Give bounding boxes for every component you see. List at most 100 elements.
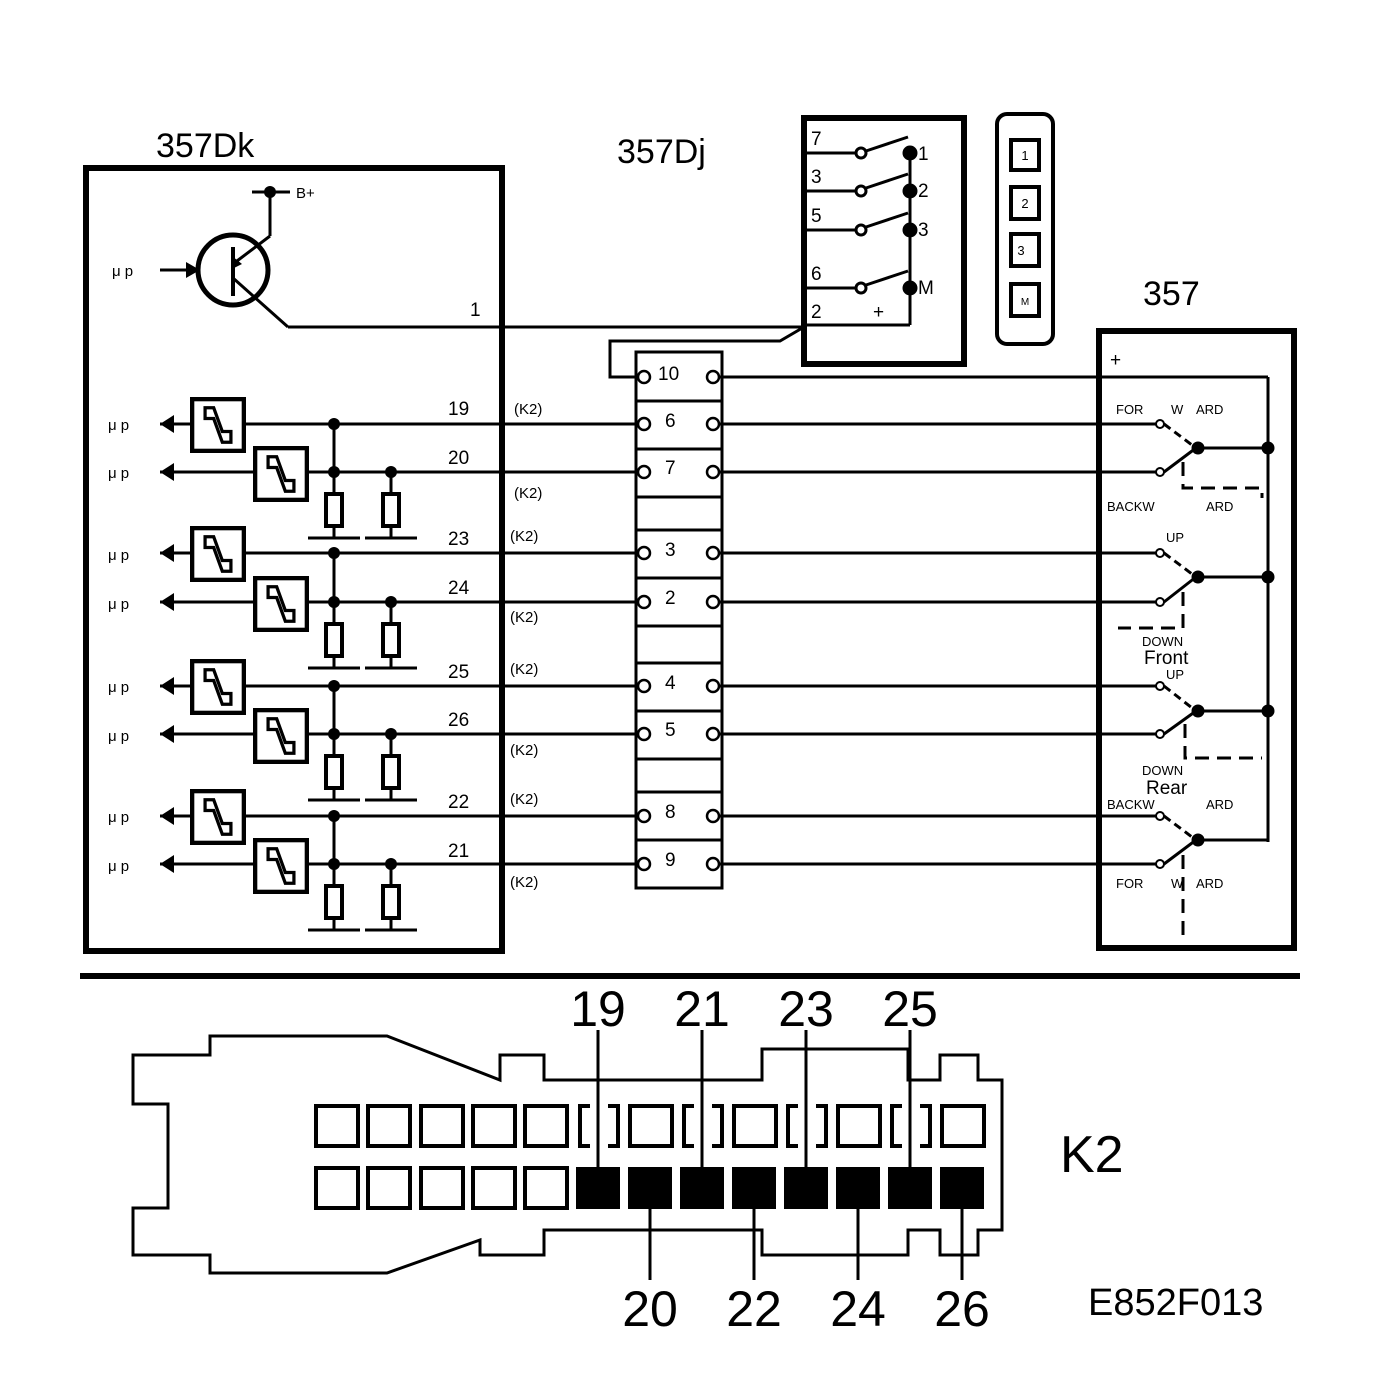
k2-label: (K2) [510,742,538,759]
for-label: FOR [1116,402,1143,417]
mu-p-label: μ p [108,809,129,826]
memory-selector-switches [806,135,918,327]
terminal-pin-label: 7 [665,458,676,479]
mu-p-label: μ p [108,547,129,564]
memory-button-3[interactable]: 3 [1009,232,1041,268]
for-label: FOR [1116,876,1143,891]
dj-pin-label: 6 [811,264,822,285]
module-357dk-box [83,165,505,954]
module-357dj: 357Dj 7 3 5 6 2 1 2 3 M [608,115,967,379]
figure-code: E852F013 [1088,1282,1263,1324]
connector-pin-label: 19 [570,981,626,1037]
terminal-pin-label: 3 [665,540,676,561]
ard-label: ARD [1206,797,1233,812]
pin-25-cavity [888,1167,932,1209]
ard-label: ARD [1206,499,1233,514]
mu-p-label: μ p [108,679,129,696]
channel-26 [160,686,638,802]
connector-pin-label: 26 [934,1281,990,1337]
mu-p-label: μ p [108,417,129,434]
terminal-pin-label: 8 [665,802,676,823]
memory-button-label: 1 [1021,148,1028,163]
forward-backward-switch[interactable] [1155,419,1275,498]
k2-label: (K2) [510,661,538,678]
channel-21 [160,816,638,932]
front-up-down-switch[interactable] [1118,548,1275,630]
wire-dj-to-terminal-10 [608,325,805,379]
wires-terminal-to-switch [719,375,1268,866]
dk-pin-1-label: 1 [470,300,481,321]
dj-pin-label: M [918,278,934,299]
mu-p-label: μ p [108,858,129,875]
dj-pin-label: 3 [811,167,822,188]
memory-button-2[interactable]: 2 [1009,185,1041,221]
dj-pin-label: 1 [918,144,929,165]
wire-label-20: 20 [448,448,469,469]
channel-20 [160,424,638,540]
module-357dk-label: 357Dk [156,127,255,165]
k2-label: (K2) [514,401,542,418]
mu-p-input-label: μ p [112,263,133,280]
connector-name-label: K2 [1060,1126,1124,1184]
memory-button-label: M [1021,297,1029,308]
module-357dj-box [801,115,967,367]
backw-label: BACKW [1107,499,1155,514]
wire-label-26: 26 [448,710,469,731]
dj-pin-label: 2 [918,181,929,202]
ard-label: ARD [1196,876,1223,891]
connector-housing [131,1034,1004,1275]
connector-pin-label: 25 [882,981,938,1037]
k2-label: (K2) [510,874,538,891]
connector-pin-label: 21 [674,981,730,1037]
w-label: W [1171,402,1184,417]
switch-357-box [1096,328,1297,951]
connector-pin-label: 23 [778,981,834,1037]
mu-p-label: μ p [108,596,129,613]
memory-button-m[interactable]: M [1009,282,1041,318]
memory-button-frame [995,112,1055,346]
module-357-label: 357 [1143,275,1200,313]
terminal-pin-label: 2 [665,588,676,609]
pin-19-cavity [576,1167,620,1209]
module-357dj-label: 357Dj [617,133,706,171]
terminal-pin-label: 4 [665,673,676,694]
k2-label: (K2) [514,485,542,502]
pin-22-cavity [732,1167,776,1209]
connector-pin-label: 22 [726,1281,782,1337]
front-label: Front [1144,648,1189,669]
dj-pin-label: 2 [811,302,822,323]
rear-up-down-switch[interactable] [1155,681,1275,760]
terminal-block: 10 6 7 3 2 4 5 8 9 [634,350,724,890]
backward-forward-switch[interactable] [1155,811,1268,936]
dj-pin-label: 5 [811,206,822,227]
wire-label-23: 23 [448,529,469,550]
wire-label-22: 22 [448,792,469,813]
terminal-pin-label: 9 [665,850,676,871]
channel-23 [160,528,638,580]
memory-button-1[interactable]: 1 [1009,138,1041,172]
switch-plus-label: + [1110,350,1121,371]
k2-label: (K2) [510,609,538,626]
wire-label-21: 21 [448,841,469,862]
dj-pin-label: 7 [811,129,822,150]
k2-label: (K2) [510,791,538,808]
wire-label-24: 24 [448,578,470,599]
transistor-icon [160,186,804,329]
bplus-label: B+ [296,185,315,202]
k2-label: (K2) [510,528,538,545]
channel-19 [160,399,638,451]
k2-connector: 19 21 23 25 20 22 24 26 K2 [131,981,1124,1337]
backw-label: BACKW [1107,797,1155,812]
terminal-pin-label: 10 [658,364,679,385]
wire-label-25: 25 [448,662,469,683]
module-357dk: 357Dk B+ μ p 1 μ p 19 (K2) [83,127,804,954]
down-label: DOWN [1142,763,1183,778]
mu-p-label: μ p [108,465,129,482]
connector-pin-label: 24 [830,1281,886,1337]
mu-p-label: μ p [108,728,129,745]
down-label: DOWN [1142,634,1183,649]
ard-label: ARD [1196,402,1223,417]
channel-24 [160,553,638,670]
dj-plus-label: + [873,302,884,323]
channel-22 [160,791,638,843]
